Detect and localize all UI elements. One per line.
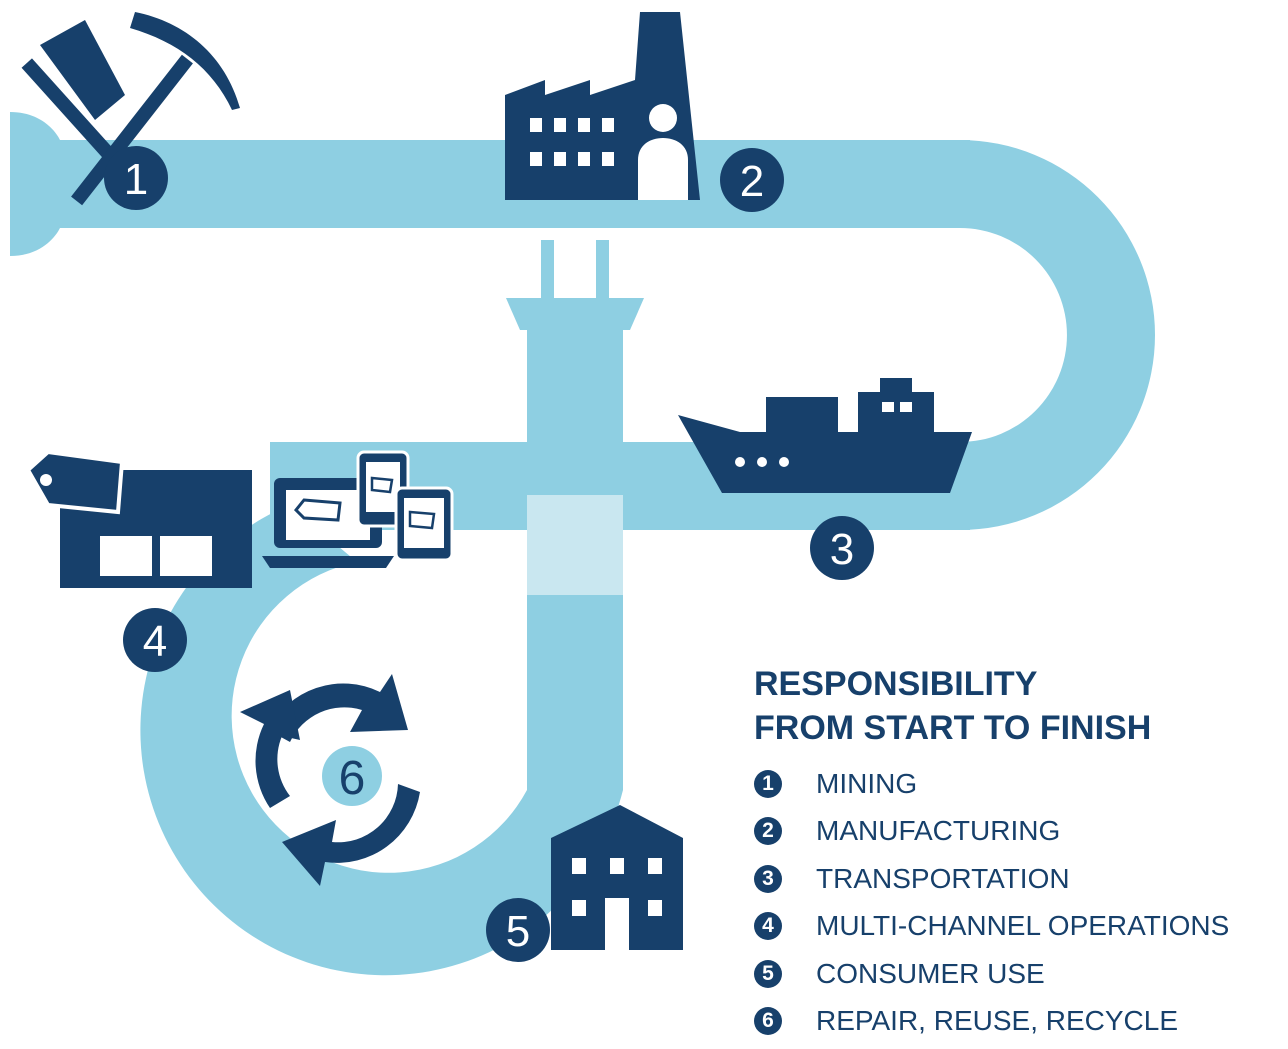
path-right-curve: [960, 140, 1155, 530]
house-icon: [551, 805, 683, 950]
step-2-badge: 2: [720, 148, 784, 212]
store-and-devices-icon: [25, 449, 454, 588]
legend-badge: 4: [754, 912, 782, 941]
path-start-flare: [10, 112, 60, 256]
step-3-badge: 3: [810, 516, 874, 580]
legend-badge: 6: [754, 1007, 782, 1036]
step-4-badge: 4: [123, 608, 187, 672]
legend-badge: 3: [754, 864, 782, 893]
plug-head: [506, 298, 644, 330]
legend-label: MINING: [816, 767, 918, 799]
legend-item-transportation: 3 TRANSPORTATION: [754, 855, 1229, 903]
legend-label: MULTI-CHANNEL OPERATIONS: [816, 910, 1230, 942]
legend-title-line1: RESPONSIBILITY: [754, 665, 1038, 703]
path-bottom-loop: [140, 505, 623, 976]
ship-icon: [678, 378, 972, 493]
legend-item-manufacturing: 2 MANUFACTURING: [754, 808, 1229, 856]
path-ribbon: [10, 112, 1155, 976]
step-6-badge: 6: [322, 746, 382, 806]
legend-label: CONSUMER USE: [816, 957, 1045, 989]
step-2-number: 2: [740, 157, 764, 206]
step-4-number: 4: [143, 617, 167, 666]
legend-item-mining: 1 MINING: [754, 760, 1229, 808]
recycle-arrows-icon: [240, 674, 420, 886]
legend-label: TRANSPORTATION: [816, 862, 1070, 894]
legend-item-consumer-use: 5 CONSUMER USE: [754, 950, 1229, 998]
plug-prong-left: [541, 240, 554, 302]
legend-title: RESPONSIBILITY FROM START TO FINISH: [754, 662, 1151, 750]
step-5-number: 5: [506, 907, 530, 956]
path-crossing: [527, 495, 623, 595]
legend-badge: 2: [754, 817, 782, 846]
legend-badge: 1: [754, 769, 782, 798]
legend-label: REPAIR, REUSE, RECYCLE: [816, 1005, 1179, 1037]
legend-item-multi-channel-operations: 4 MULTI-CHANNEL OPERATIONS: [754, 903, 1229, 951]
step-1-badge: 1: [104, 146, 168, 210]
step-6-number: 6: [339, 752, 366, 805]
step-3-number: 3: [830, 525, 854, 574]
legend-list: 1 MINING 2 MANUFACTURING 3 TRANSPORTATIO…: [754, 760, 1229, 1045]
step-5-badge: 5: [486, 898, 550, 962]
legend-badge: 5: [754, 959, 782, 988]
factory-icon: [505, 12, 700, 200]
plug-prong-right: [596, 240, 609, 302]
legend-title-line2: FROM START TO FINISH: [754, 709, 1152, 747]
legend-label: MANUFACTURING: [816, 815, 1061, 847]
step-1-number: 1: [124, 155, 148, 204]
legend-item-repair-reuse-recycle: 6 REPAIR, REUSE, RECYCLE: [754, 998, 1229, 1046]
